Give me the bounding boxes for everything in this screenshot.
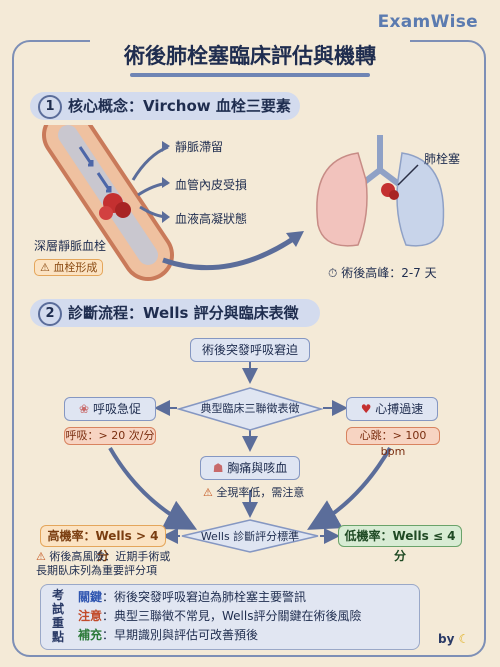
risk-note-line-1: 術後高風險：近期手術或 (49, 550, 171, 563)
section-2-header: 2 診斷流程：Wells 評分與臨床表徵 (30, 299, 320, 327)
chest-pain-label: 胸痛與咳血 (227, 461, 288, 475)
flow-start: 術後突發呼吸窘迫 (190, 338, 310, 362)
peak-time-text: 術後高峰：2-7 天 (341, 266, 437, 280)
title-underline (130, 73, 370, 77)
keypoint-caution-label: 注意 (78, 609, 103, 623)
peak-time: ⏱ 術後高峰：2-7 天 (328, 264, 437, 281)
lungs-icon (316, 135, 445, 247)
triad-diamond (177, 387, 323, 431)
virchow-illustration (42, 125, 445, 281)
clot-badge-text: 血栓形成 (53, 261, 98, 274)
keypoint-caution-text: ：典型三聯徵不常見，Wells評分關鍵在術後風險 (102, 609, 362, 623)
chest-icon: ☗ (212, 461, 224, 475)
clot-icon (99, 193, 131, 220)
low-probability: 低機率：Wells ≤ 4 分 (338, 525, 462, 563)
brand-logo: ExamWise (377, 12, 478, 32)
exam-keypoints-list: 關鍵：術後突發呼吸窘迫為肺栓塞主要警訊 注意：典型三聯徵不常見，Wells評分關… (78, 588, 418, 645)
section-1-title: 核心概念：Virchow 血栓三要素 (68, 97, 291, 115)
arrow-to-lungs (162, 234, 298, 271)
warning-icon: ⚠ (36, 550, 46, 563)
keypoint-key-text: ：術後突發呼吸窘迫為肺栓塞主要警訊 (102, 590, 307, 604)
keypoint-supplement: 補充：早期識別與評估可改善預後 (78, 626, 418, 645)
keypoint-supplement-label: 補充 (78, 628, 103, 642)
tag-char: 考 (51, 588, 64, 602)
signature: by ☾ (438, 632, 469, 646)
triad-label: 典型臨床三聯徵表徵 (200, 402, 300, 415)
risk-note-line-2: 長期臥床列為重要評分項 (36, 564, 157, 577)
factor-stasis: 靜脈滯留 (175, 140, 224, 154)
chest-pain-node: ☗ 胸痛與咳血 (200, 456, 300, 480)
exam-keypoints-tag: 考 試 重 點 (45, 588, 71, 644)
keypoint-caution: 注意：典型三聯徵不常見，Wells評分關鍵在術後風險 (78, 607, 418, 626)
risk-note: ⚠ 術後高風險：近期手術或 長期臥床列為重要評分項 (36, 550, 170, 578)
exam-keypoints-box (40, 584, 420, 650)
warning-icon: ⚠ (40, 261, 50, 274)
wells-diamond (181, 519, 319, 553)
warning-icon: ⚠ (203, 486, 213, 499)
keypoint-supplement-text: ：早期識別與評估可改善預後 (102, 628, 259, 642)
dvt-label: 深層靜脈血栓 (34, 239, 107, 253)
keypoint-key: 關鍵：術後突發呼吸窘迫為肺栓塞主要警訊 (78, 588, 418, 607)
timer-icon: ⏱ (328, 266, 338, 280)
tag-char: 重 (51, 616, 64, 630)
heart-icon: ♥ (360, 402, 372, 416)
tachycardia-node: ♥ 心搏過速 (346, 397, 438, 421)
high-probability: 高機率：Wells > 4 分 (40, 525, 166, 563)
dyspnea-node: ❀ 呼吸急促 (64, 397, 156, 421)
chest-pain-note: ⚠ 全現率低，需注意 (203, 484, 304, 500)
section-1-header: 1 核心概念：Virchow 血栓三要素 (30, 92, 300, 120)
page-title: 術後肺栓塞臨床評估與機轉 (90, 40, 410, 72)
tachycardia-criterion: 心跳：> 100 bpm (346, 427, 440, 458)
tag-char: 試 (51, 602, 64, 616)
lung-small-icon: ❀ (79, 402, 90, 416)
factor-endothelium: 血管內皮受損 (175, 178, 248, 192)
tachycardia-label: 心搏過速 (375, 402, 424, 416)
section-2-number: 2 (38, 301, 62, 326)
signature-by: by (438, 632, 455, 646)
section-1-number: 1 (38, 94, 62, 119)
chest-pain-note-text: 全現率低，需注意 (216, 486, 305, 499)
tag-char: 點 (51, 630, 64, 644)
dyspnea-label: 呼吸急促 (92, 402, 141, 416)
dyspnea-criterion: 呼吸：> 20 次/分 (64, 427, 156, 445)
arrow-stasis (131, 145, 169, 181)
pe-pointer (397, 164, 419, 186)
pe-label: 肺栓塞 (424, 152, 461, 166)
clot-badge: ⚠ 血栓形成 (34, 256, 104, 276)
section-2-title: 診斷流程：Wells 評分與臨床表徵 (68, 304, 299, 322)
factor-hypercoagulability: 血液高凝狀態 (175, 212, 248, 226)
flow-connectors (108, 362, 392, 544)
keypoint-key-label: 關鍵 (78, 590, 103, 604)
wells-label: Wells 診斷評分標準 (200, 530, 300, 543)
banana-icon: ☾ (458, 632, 470, 646)
